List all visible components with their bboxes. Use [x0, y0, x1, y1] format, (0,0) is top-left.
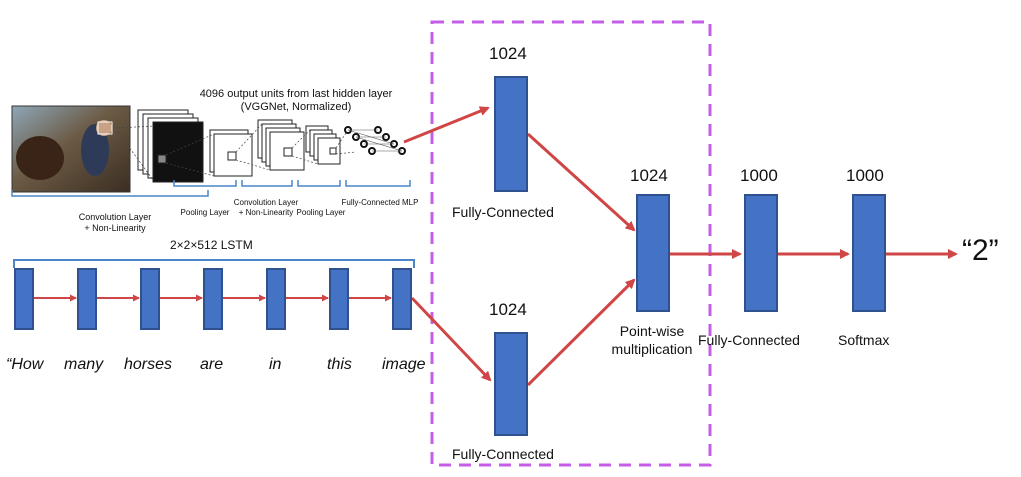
question-word: image [382, 356, 426, 373]
question-word: this [327, 356, 352, 373]
conv-layer-label-line2: + Non-Linearity [84, 223, 146, 233]
pooling-layer-label: Pooling Layer [180, 208, 230, 217]
conv-layer-label: Convolution Layer + Non-Linearity [60, 212, 170, 234]
lstm-cell [14, 268, 34, 330]
lstm-cell [203, 268, 223, 330]
fc-top-units: 1024 [489, 44, 527, 63]
fc-top-block [494, 76, 528, 192]
question-word: many [64, 356, 104, 373]
cnn-output-label-line2: (VGGNet, Normalized) [240, 101, 352, 113]
question-word: “How [6, 356, 44, 373]
lstm-cell [329, 268, 349, 330]
cnn-output-label: 4096 output units from last hidden layer… [166, 88, 426, 114]
lstm-cell [140, 268, 160, 330]
pointwise-units: 1024 [630, 166, 668, 185]
fc2-units: 1000 [740, 166, 778, 185]
pointwise-block [636, 194, 670, 312]
lstm-cell [77, 268, 97, 330]
question-word: horses [124, 356, 173, 373]
cnn-feature-maps [137, 109, 341, 183]
fc-bottom-units: 1024 [489, 300, 527, 319]
mlp-label: Fully-Connected MLP [341, 198, 419, 207]
lstm-bracket [13, 259, 415, 268]
softmax-block [852, 194, 886, 312]
softmax-units: 1000 [846, 166, 884, 185]
output-answer: “2” [962, 234, 999, 267]
fc-bottom-label: Fully-Connected [452, 446, 554, 462]
fc2-block [744, 194, 778, 312]
lstm-cell [266, 268, 286, 330]
question-word: in [269, 356, 282, 373]
softmax-label: Softmax [838, 332, 890, 348]
conv-layer-label-line1: Convolution Layer [78, 212, 152, 222]
conv-layer-2-label-line2: + Non-Linearity [238, 208, 294, 217]
pointwise-label-line2: multiplication [611, 341, 693, 357]
lstm-label: 2×2×512 LSTM [170, 238, 253, 252]
dashed-frame [430, 20, 712, 467]
pooling-layer-2-label: Pooling Layer [296, 208, 346, 217]
lstm-cell [392, 268, 412, 330]
conv-layer-2-label-line1: Convolution Layer [233, 198, 299, 207]
fc2-label: Fully-Connected [698, 332, 800, 348]
mlp-neurons [344, 126, 406, 155]
pointwise-label: Point-wise multiplication [592, 322, 712, 358]
fc-top-label: Fully-Connected [452, 204, 554, 220]
input-photo [11, 105, 131, 193]
question-word: are [200, 356, 224, 373]
cnn-brackets [11, 180, 411, 197]
pointwise-label-line1: Point-wise [619, 323, 685, 339]
cnn-output-label-line1: 4096 output units from last hidden layer [199, 88, 393, 100]
main-arrows [403, 106, 958, 387]
fc-bottom-block [494, 332, 528, 436]
conv-layer-2-label: Convolution Layer + Non-Linearity [228, 198, 304, 218]
cnn-dashed-connections [117, 123, 357, 181]
